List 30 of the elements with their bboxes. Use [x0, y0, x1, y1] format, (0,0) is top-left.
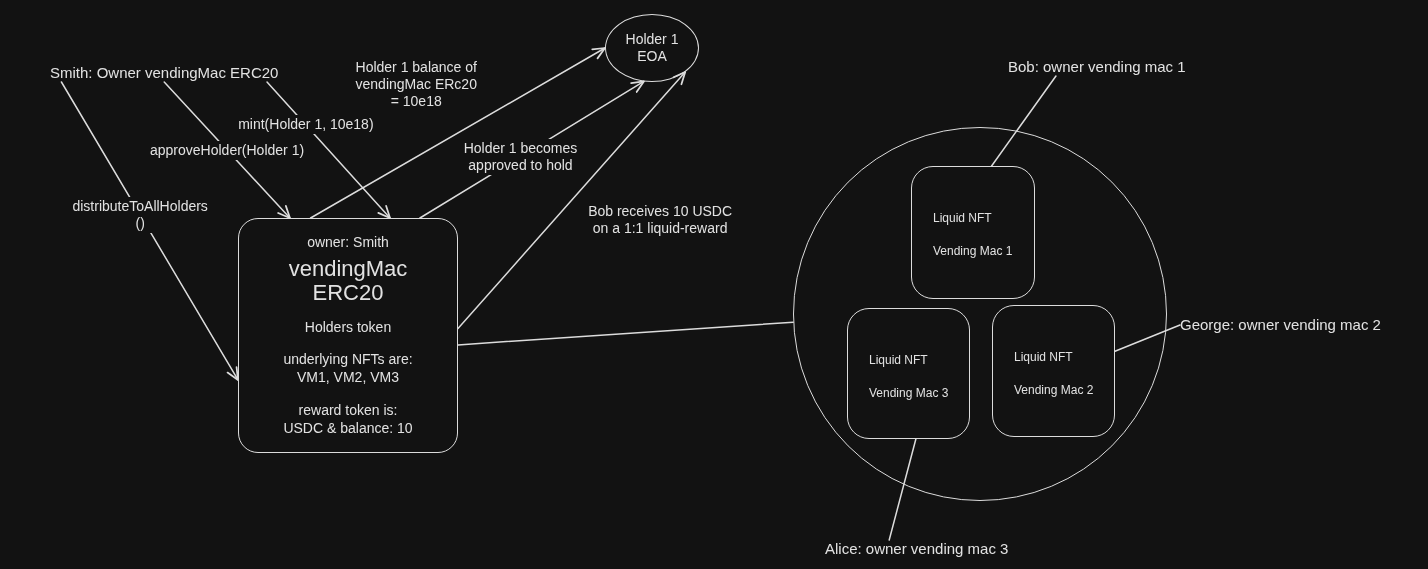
connector-line: [457, 321, 794, 346]
owner-text: owner: Smith: [307, 234, 389, 251]
nft-box: [847, 308, 970, 439]
reward-text: reward token is: USDC & balance: 10: [282, 401, 414, 437]
arrow: [457, 71, 687, 330]
leader-line: [888, 438, 917, 541]
leader-line: [990, 75, 1057, 167]
nft-box: [911, 166, 1035, 299]
nft-kind-text: Liquid NFT: [933, 211, 992, 226]
holder-label: Holder 1 EOA: [624, 31, 680, 65]
nft-name-text: Vending Mac 3: [869, 386, 949, 401]
arrow: [60, 81, 239, 381]
leader-line: [1114, 324, 1181, 352]
owner-label: Smith: Owner vendingMac ERC20: [50, 64, 279, 82]
contract-title: vendingMac ERC20: [287, 257, 409, 305]
nft-kind-text: Liquid NFT: [1014, 350, 1073, 365]
owner-label: Bob: owner vending mac 1: [1008, 58, 1186, 76]
nft-name-text: Vending Mac 2: [1014, 383, 1094, 398]
edge-label: mint(Holder 1, 10e18): [236, 115, 376, 135]
nft-list-text: underlying NFTs are: VM1, VM2, VM3: [282, 350, 414, 386]
edge-label: distributeToAllHolders (): [70, 196, 210, 233]
contract-box: [238, 218, 458, 453]
nft-kind-text: Liquid NFT: [869, 353, 928, 368]
owner-label: Alice: owner vending mac 3: [825, 540, 1009, 558]
token-kind-text: Holders token: [304, 319, 392, 336]
nft-box: [992, 305, 1115, 437]
edge-label: approveHolder(Holder 1): [148, 140, 307, 160]
arrow: [309, 47, 606, 219]
nft-name-text: Vending Mac 1: [933, 244, 1013, 259]
owner-label: George: owner vending mac 2: [1180, 316, 1381, 334]
